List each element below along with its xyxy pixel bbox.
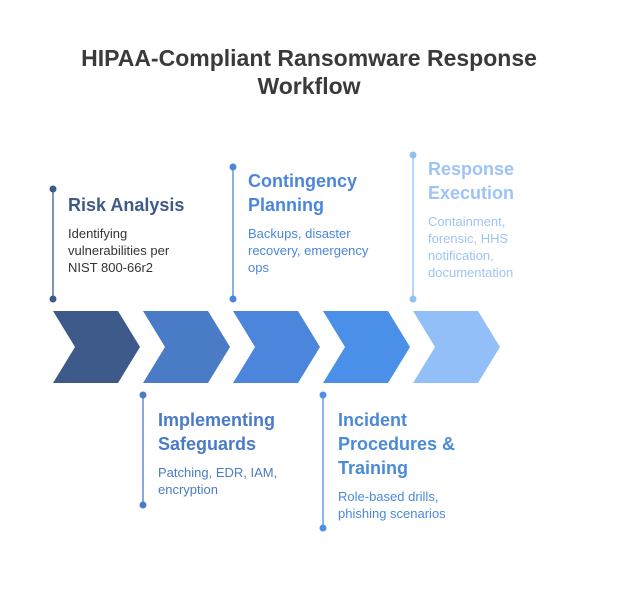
step-heading: Response Execution (428, 157, 514, 205)
step-heading-line: Contingency (248, 171, 358, 191)
step-heading-line: Implementing (158, 410, 276, 430)
step-heading-line: Training (338, 458, 409, 478)
step-description-line: Identifying (68, 226, 128, 241)
step-description-line: notification, (428, 248, 494, 263)
page-title: HIPAA-Compliant Ransomware Response Work… (0, 44, 618, 100)
step-description-line: Role-based drills, (338, 489, 439, 504)
connector-dot-1b (49, 295, 57, 303)
connector-dot-2b (139, 501, 147, 509)
chevron-step-1 (53, 311, 140, 383)
title-line: HIPAA-Compliant Ransomware Response (81, 45, 537, 71)
step-implementing-safeguards: Implementing Safeguards Patching, EDR, I… (158, 408, 277, 498)
step-description-line: ops (248, 260, 269, 275)
step-heading-line: Procedures & (338, 434, 456, 454)
connector-dot-1a (49, 185, 57, 193)
step-description-line: forensic, HHS (428, 231, 509, 246)
step-description-line: recovery, emergency (248, 243, 369, 258)
step-risk-analysis: Risk Analysis Identifying vulnerabilitie… (68, 193, 184, 276)
title-line: Workflow (257, 73, 361, 99)
step-description-line: encryption (158, 482, 218, 497)
step-incident-procedures-training: Incident Procedures & Training Role-base… (338, 408, 455, 522)
chevron-step-5 (413, 311, 500, 383)
connector-dot-3a (229, 163, 237, 171)
chevron-step-3 (233, 311, 320, 383)
step-heading-line: Incident (338, 410, 408, 430)
step-description: Patching, EDR, IAM, encryption (158, 464, 277, 498)
step-description-line: NIST 800-66r2 (68, 260, 154, 275)
step-heading: Contingency Planning (248, 169, 368, 217)
step-description-line: phishing scenarios (338, 506, 446, 521)
step-heading: Implementing Safeguards (158, 408, 277, 456)
connector-dot-4a (319, 391, 327, 399)
connector-dot-2a (139, 391, 147, 399)
step-heading-line: Safeguards (158, 434, 257, 454)
step-description: Backups, disaster recovery, emergency op… (248, 225, 368, 276)
step-heading-line: Risk Analysis (68, 195, 185, 215)
step-description-line: Containment, (428, 214, 506, 229)
step-response-execution: Response Execution Containment, forensic… (428, 157, 514, 281)
step-description-line: documentation (428, 265, 514, 280)
connector-dot-5b (409, 295, 417, 303)
step-description-line: Patching, EDR, IAM, (158, 465, 278, 480)
connector-dot-3b (229, 295, 237, 303)
step-description: Containment, forensic, HHS notification,… (428, 213, 514, 281)
connector-dot-4b (319, 524, 327, 532)
step-contingency-planning: Contingency Planning Backups, disaster r… (248, 169, 368, 276)
step-description-line: Backups, disaster (248, 226, 351, 241)
step-heading: Incident Procedures & Training (338, 408, 455, 480)
step-description: Identifying vulnerabilities per NIST 800… (68, 225, 184, 276)
chevron-step-4 (323, 311, 410, 383)
step-description: Role-based drills, phishing scenarios (338, 488, 455, 522)
step-heading: Risk Analysis (68, 193, 184, 217)
connector-dot-5a (409, 151, 417, 159)
chevron-step-2 (143, 311, 230, 383)
step-heading-line: Response (428, 159, 515, 179)
step-heading-line: Execution (428, 183, 515, 203)
step-description-line: vulnerabilities per (68, 243, 170, 258)
step-heading-line: Planning (248, 195, 324, 215)
